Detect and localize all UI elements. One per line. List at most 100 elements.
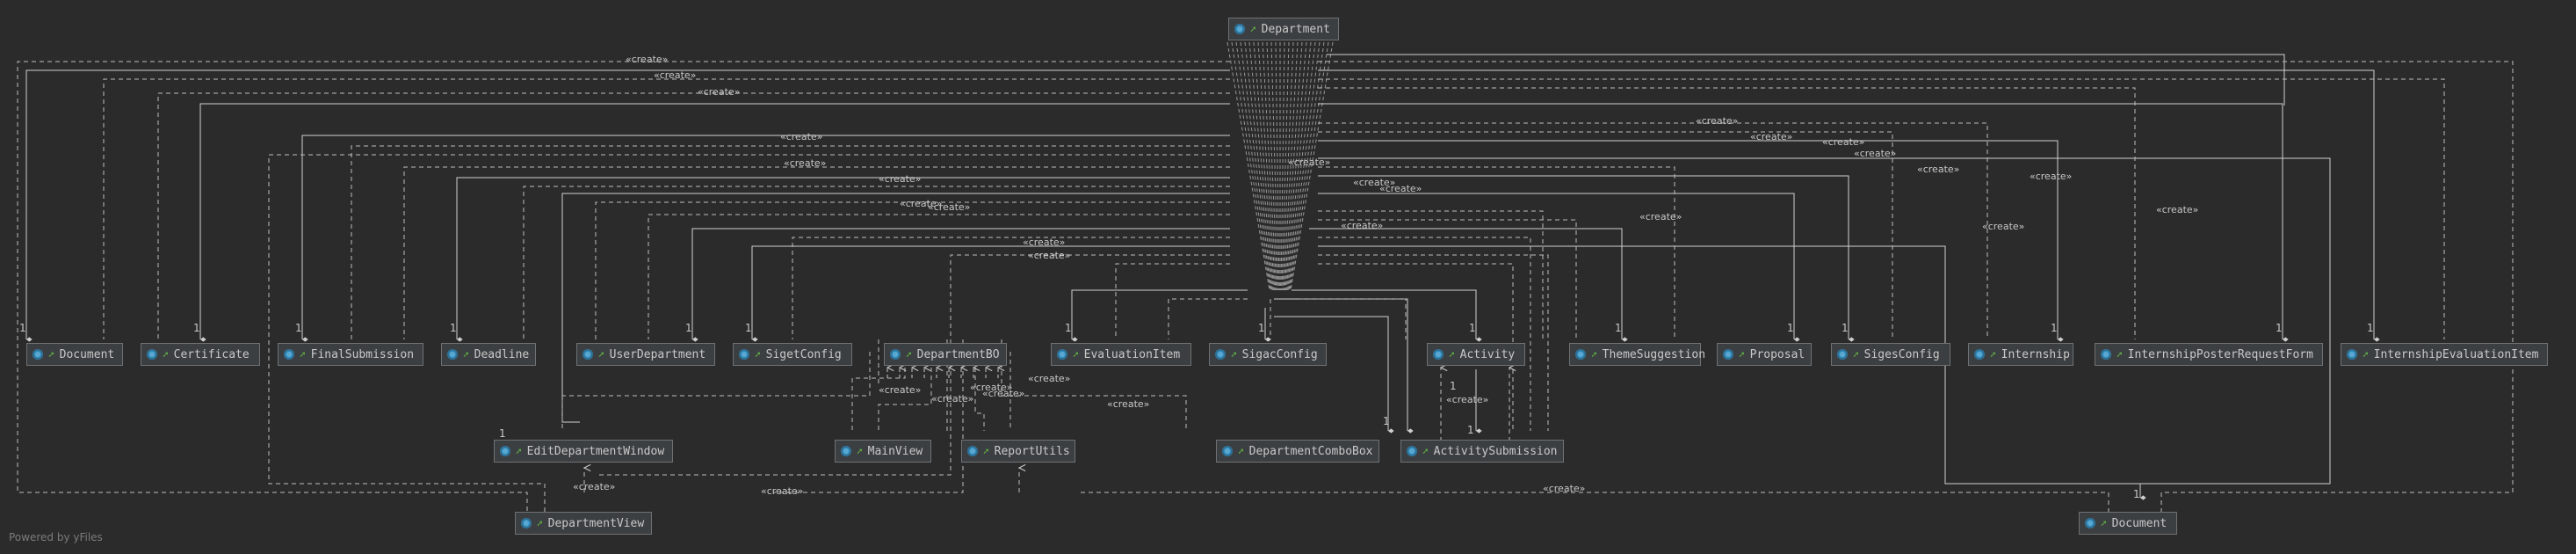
multiplicity-label: 1: [295, 322, 302, 334]
create-stereotype-label: «create»: [1750, 131, 1792, 142]
class-node-internship[interactable]: ➚Internship: [1968, 343, 2073, 366]
public-visibility-icon: ➚: [857, 445, 863, 457]
class-name: Document: [59, 347, 115, 361]
class-node-activity[interactable]: ➚Activity: [1427, 343, 1525, 366]
class-icon: [739, 349, 749, 360]
public-visibility-icon: ➚: [1990, 348, 1996, 361]
public-visibility-icon: ➚: [2101, 517, 2107, 529]
class-name: Proposal: [1749, 347, 1805, 361]
public-visibility-icon: ➚: [598, 348, 604, 361]
class-icon: [33, 349, 43, 360]
class-name: Department: [1261, 22, 1330, 36]
class-node-siget-config[interactable]: ➚ SigetConfig: [733, 343, 852, 366]
create-stereotype-label: «create»: [1288, 157, 1330, 168]
class-icon: [1837, 349, 1848, 360]
class-node-certificate[interactable]: ➚Certificate: [141, 343, 260, 366]
public-visibility-icon: ➚: [463, 348, 469, 361]
class-node-document-left[interactable]: ➚Document: [26, 343, 123, 366]
class-name: SigesConfig: [1863, 347, 1940, 361]
class-node-document-right[interactable]: ➚Document: [2079, 512, 2177, 535]
class-node-final-submission[interactable]: ➚FinalSubmission: [278, 343, 423, 366]
class-name: MainView: [867, 444, 923, 458]
class-icon: [284, 349, 294, 360]
create-stereotype-label: «create»: [970, 382, 1012, 393]
public-visibility-icon: ➚: [755, 348, 761, 361]
class-node-deadline[interactable]: ➚ Deadline: [441, 343, 536, 366]
public-visibility-icon: ➚: [2363, 348, 2369, 361]
class-icon: [1234, 24, 1245, 34]
create-stereotype-label: «create»: [1379, 183, 1422, 194]
class-icon: [1433, 349, 1444, 360]
create-stereotype-label: «create»: [1353, 177, 1395, 188]
multiplicity-label: 1: [1467, 424, 1474, 436]
class-icon: [1222, 446, 1233, 456]
public-visibility-icon: ➚: [1591, 348, 1597, 361]
class-node-proposal[interactable]: ➚Proposal: [1717, 343, 1812, 366]
class-node-main-view[interactable]: ➚ MainView: [835, 440, 931, 463]
create-stereotype-label: «create»: [1696, 115, 1738, 127]
class-node-evaluation-item[interactable]: ➚EvaluationItem: [1051, 343, 1191, 366]
class-name: SigetConfig: [765, 347, 842, 361]
class-icon: [1974, 349, 1985, 360]
create-stereotype-label: «create»: [879, 384, 921, 396]
class-node-department[interactable]: ➚Department: [1228, 18, 1339, 40]
create-stereotype-label: «create»: [1107, 398, 1149, 410]
class-icon: [2085, 518, 2095, 528]
class-node-report-utils[interactable]: ➚ReportUtils: [961, 440, 1075, 463]
class-node-internship-poster-request-form[interactable]: ➚InternshipPosterRequestForm: [2095, 343, 2323, 366]
multiplicity-label: 1: [499, 427, 506, 440]
class-icon: [1723, 349, 1733, 360]
class-name: FinalSubmission: [310, 347, 415, 361]
class-icon: [2101, 349, 2111, 360]
create-stereotype-label: «create»: [761, 485, 803, 497]
multiplicity-label: 1: [1450, 380, 1457, 392]
class-node-sigac-config[interactable]: ➚SigacConfig: [1209, 343, 1327, 366]
create-stereotype-label: «create»: [1822, 136, 1864, 148]
class-name: InternshipEvaluationItem: [2373, 347, 2539, 361]
create-stereotype-label: «create»: [626, 54, 668, 65]
class-node-edit-department-window[interactable]: ➚EditDepartmentWindow: [494, 440, 673, 463]
multiplicity-label: 1: [19, 322, 26, 334]
association-edges: [25, 54, 2380, 500]
class-node-internship-evaluation-item[interactable]: ➚ InternshipEvaluationItem: [2341, 343, 2548, 366]
create-stereotype-label: «create»: [928, 201, 970, 213]
class-icon: [2347, 349, 2357, 360]
class-node-activity-submission[interactable]: ➚ActivitySubmission: [1400, 440, 1564, 463]
class-name: Activity: [1459, 347, 1516, 361]
multiplicity-label: 1: [2276, 322, 2283, 334]
class-icon: [967, 446, 978, 456]
class-node-department-bo[interactable]: ➚ DepartmentBO: [884, 343, 1007, 366]
create-stereotype-label: «create»: [1028, 250, 1070, 261]
class-node-siges-config[interactable]: ➚SigesConfig: [1831, 343, 1950, 366]
class-icon: [500, 446, 510, 456]
create-stereotype-label: «create»: [900, 198, 942, 209]
multiplicity-label: 1: [685, 322, 692, 334]
multiplicity-label: 1: [1842, 322, 1849, 334]
class-node-theme-suggestion[interactable]: ➚ThemeSuggestion: [1569, 343, 1705, 366]
class-node-department-view[interactable]: ➚DepartmentView: [515, 512, 652, 535]
public-visibility-icon: ➚: [906, 348, 912, 361]
class-name: InternshipPosterRequestForm: [2127, 347, 2313, 361]
class-name: DepartmentBO: [916, 347, 1000, 361]
multiplicity-label: 1: [2051, 322, 2058, 334]
multiplicity-label: 1: [1258, 322, 1265, 334]
class-icon: [890, 349, 901, 360]
create-stereotype-label: «create»: [654, 69, 696, 81]
footer-text: Powered by yFiles: [9, 531, 103, 543]
class-icon: [447, 349, 458, 360]
class-node-user-department[interactable]: ➚UserDepartment: [576, 343, 715, 366]
multiplicity-label: 1: [193, 322, 200, 334]
create-stereotype-label: «create»: [1543, 483, 1585, 494]
class-icon: [1057, 349, 1067, 360]
create-stereotype-label: «create»: [1023, 237, 1065, 248]
class-name: DepartmentView: [547, 516, 645, 530]
public-visibility-icon: ➚: [1238, 445, 1244, 457]
class-icon: [1215, 349, 1226, 360]
create-stereotype-label: «create»: [573, 481, 615, 492]
class-name: Deadline: [474, 347, 530, 361]
multiplicity-label: 1: [2367, 322, 2374, 334]
public-visibility-icon: ➚: [1073, 348, 1079, 361]
public-visibility-icon: ➚: [1231, 348, 1237, 361]
class-node-department-combo-box[interactable]: ➚DepartmentComboBox: [1216, 440, 1379, 463]
